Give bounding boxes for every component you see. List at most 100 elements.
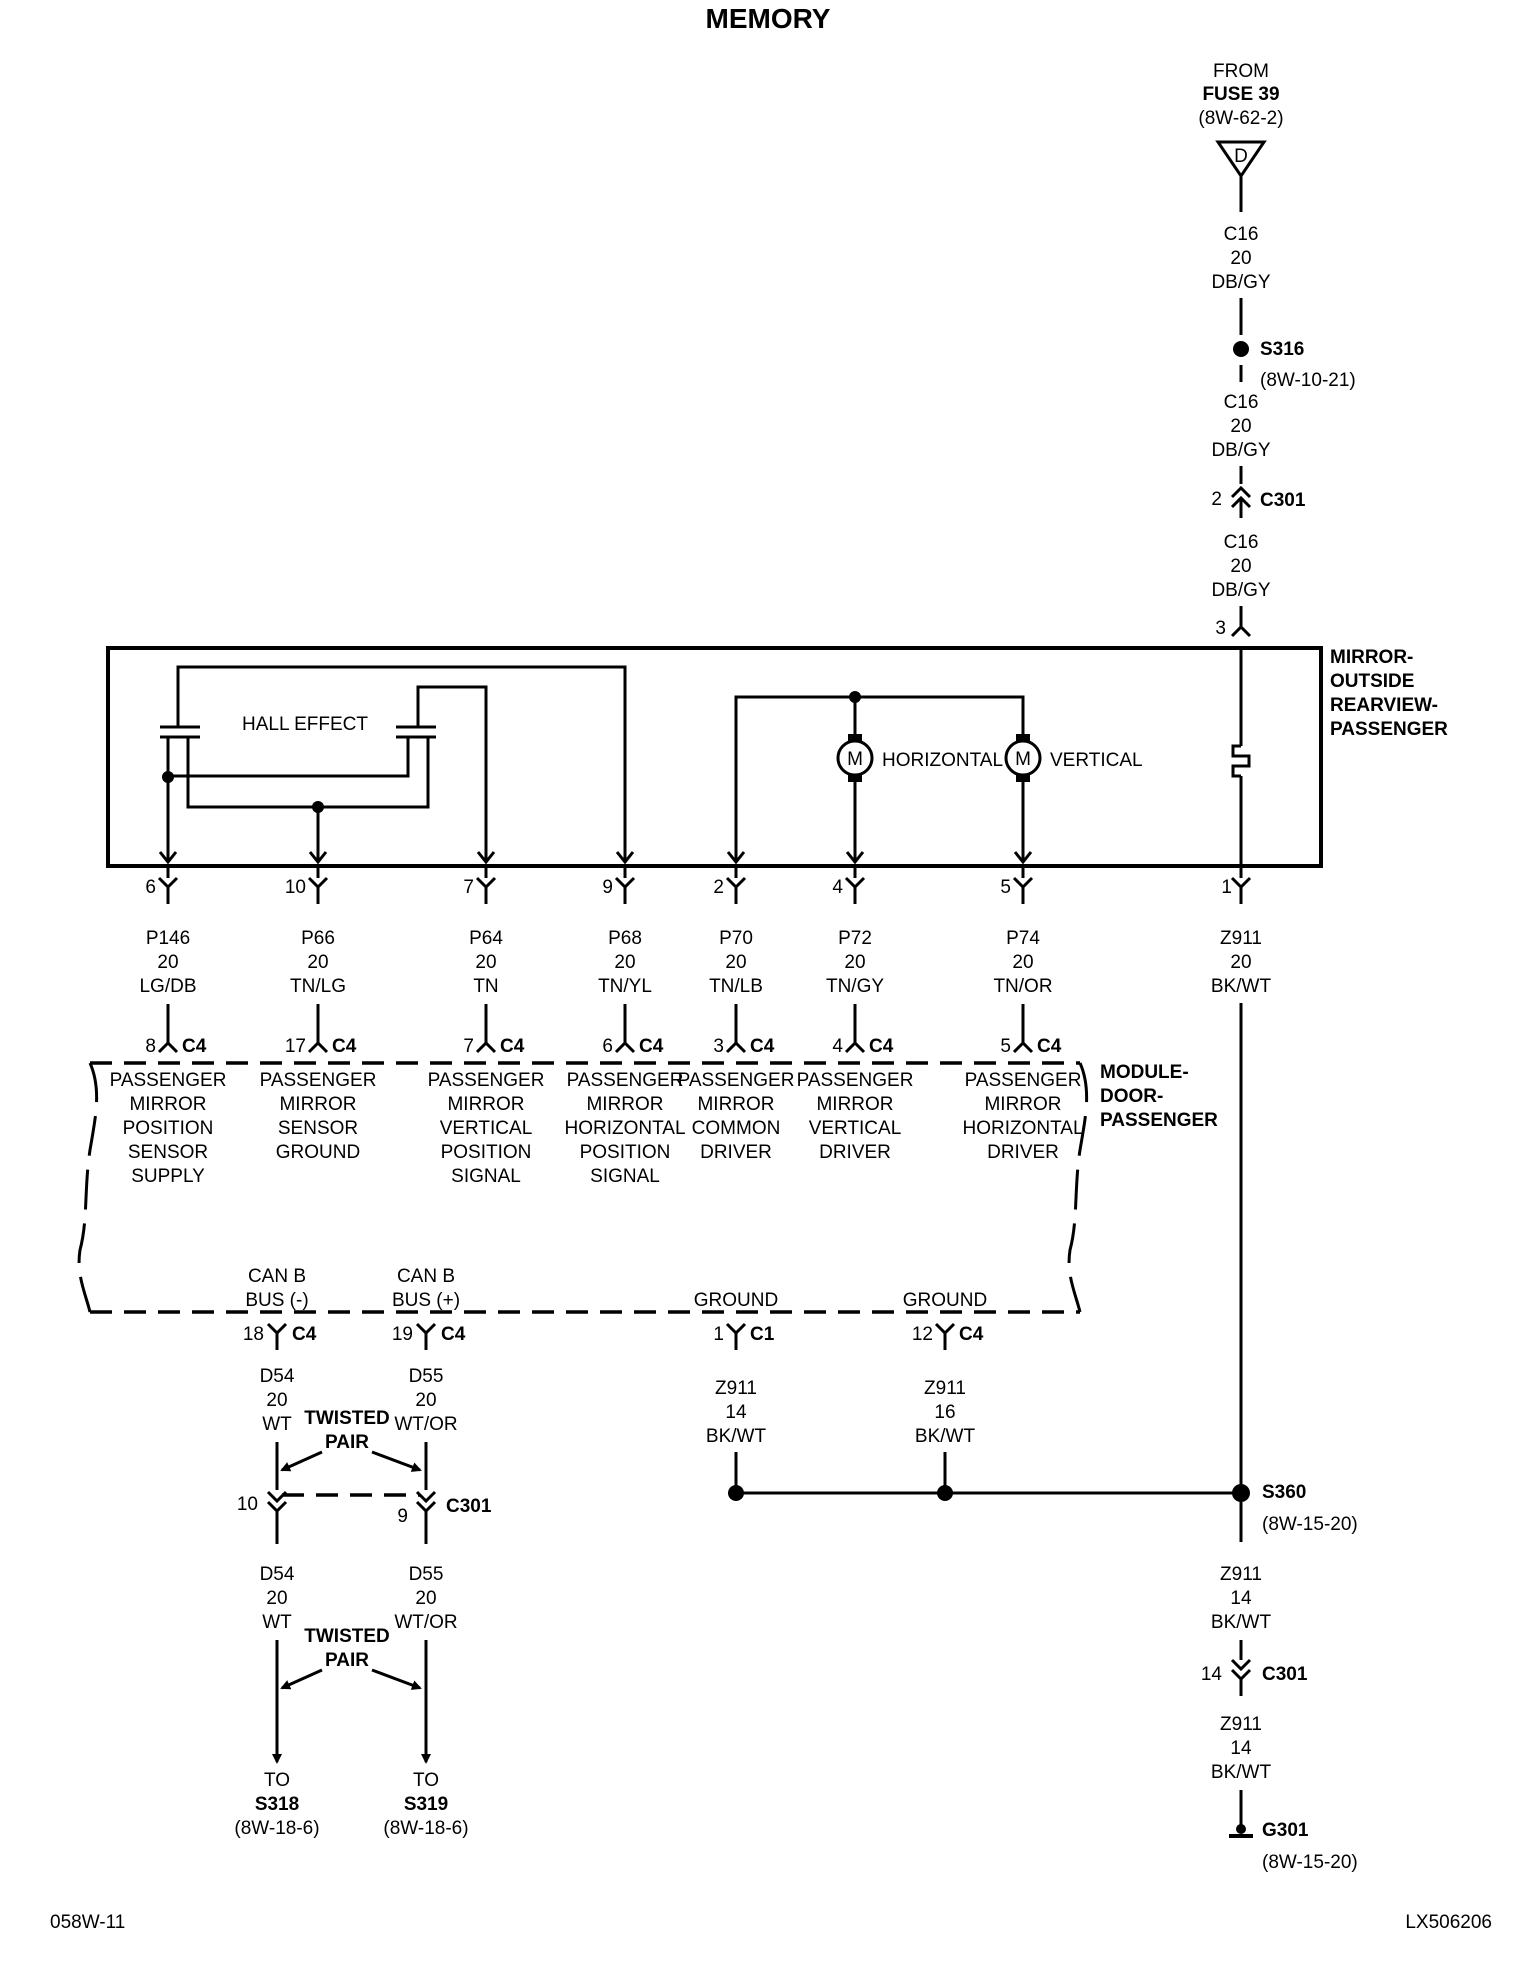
svg-text:CAN B: CAN B (397, 1266, 455, 1287)
hall-effect-sensor: HALL EFFECT (160, 665, 627, 860)
svg-text:20: 20 (415, 1390, 436, 1411)
svg-text:SIGNAL: SIGNAL (451, 1166, 521, 1187)
svg-text:20: 20 (157, 952, 178, 973)
mirror-name: MIRROR- OUTSIDE REARVIEW- PASSENGER (1330, 647, 1448, 740)
can-bus-labels: CAN B BUS (-) CAN B BUS (+) (245, 1266, 460, 1311)
svg-text:C16: C16 (1224, 532, 1259, 553)
svg-text:DRIVER: DRIVER (987, 1142, 1059, 1163)
svg-text:TWISTED: TWISTED (304, 1626, 390, 1647)
splice-s316 (1233, 341, 1249, 357)
svg-text:S316: S316 (1260, 339, 1304, 360)
svg-text:C301: C301 (1262, 1664, 1308, 1685)
svg-text:P64: P64 (469, 928, 503, 949)
svg-text:POSITION: POSITION (580, 1142, 671, 1163)
svg-text:TN/LG: TN/LG (290, 976, 346, 997)
page-title: MEMORY (706, 3, 831, 34)
svg-text:20: 20 (1230, 952, 1251, 973)
svg-text:C16: C16 (1224, 224, 1259, 245)
mirror-heater-element (1231, 648, 1251, 866)
fuse-triangle-icon (1215, 140, 1267, 179)
svg-text:FROM: FROM (1213, 61, 1269, 82)
svg-text:MIRROR: MIRROR (984, 1094, 1061, 1115)
horizontal-motor-icon (836, 739, 874, 777)
svg-text:5: 5 (1000, 877, 1011, 898)
svg-text:MIRROR: MIRROR (447, 1094, 524, 1115)
svg-text:(8W-10-21): (8W-10-21) (1260, 370, 1356, 391)
svg-text:SUPPLY: SUPPLY (131, 1166, 205, 1187)
svg-text:19: 19 (392, 1324, 413, 1345)
svg-text:D: D (1234, 146, 1248, 167)
svg-text:VERTICAL: VERTICAL (809, 1118, 902, 1139)
svg-text:20: 20 (1230, 556, 1251, 577)
svg-text:BK/WT: BK/WT (1211, 1762, 1272, 1783)
svg-text:PASSENGER: PASSENGER (260, 1070, 377, 1091)
ground-labels: GROUND GROUND (694, 1290, 987, 1311)
svg-text:1: 1 (713, 1324, 724, 1345)
svg-text:20: 20 (614, 952, 635, 973)
svg-text:DRIVER: DRIVER (819, 1142, 891, 1163)
fuse-source: FROM FUSE 39 (8W-62-2) D (1198, 61, 1284, 179)
svg-text:6: 6 (145, 877, 156, 898)
svg-text:9: 9 (602, 877, 613, 898)
svg-text:WT/OR: WT/OR (394, 1414, 457, 1435)
svg-text:DB/GY: DB/GY (1211, 440, 1270, 461)
svg-text:SENSOR: SENSOR (128, 1142, 208, 1163)
svg-text:20: 20 (844, 952, 865, 973)
svg-text:C16: C16 (1224, 392, 1259, 413)
svg-text:GROUND: GROUND (694, 1290, 778, 1311)
svg-text:(8W-62-2): (8W-62-2) (1198, 108, 1283, 129)
wire-label-c16-3: C16 20 DB/GY (1211, 532, 1270, 601)
svg-text:20: 20 (415, 1588, 436, 1609)
svg-text:C4: C4 (182, 1036, 207, 1057)
wire-label-c16-1: C16 20 DB/GY (1211, 224, 1270, 293)
svg-text:20: 20 (725, 952, 746, 973)
svg-text:HORIZONTAL: HORIZONTAL (564, 1118, 685, 1139)
svg-text:S318: S318 (255, 1794, 299, 1815)
svg-text:COMMON: COMMON (692, 1118, 781, 1139)
module-function-labels: PASSENGER MIRROR POSITION SENSOR SUPPLY PASSE… (110, 1070, 1084, 1187)
connector-c301-top: 2 C301 (1211, 485, 1306, 518)
svg-text:M: M (847, 749, 863, 770)
svg-text:Z911: Z911 (1220, 1714, 1262, 1735)
svg-text:D54: D54 (260, 1564, 295, 1585)
svg-text:10: 10 (285, 877, 306, 898)
svg-text:C4: C4 (1037, 1036, 1062, 1057)
svg-text:BK/WT: BK/WT (1211, 976, 1272, 997)
svg-text:8: 8 (145, 1036, 156, 1057)
ground-g301-wire: Z911 14 BK/WT 14 C301 Z911 14 BK/WT G301… (1201, 1502, 1358, 1873)
svg-text:MIRROR: MIRROR (816, 1094, 893, 1115)
splice-s360: S360 (8W-15-20) (1232, 1482, 1358, 1535)
svg-text:LG/DB: LG/DB (139, 976, 196, 997)
svg-text:TO: TO (264, 1770, 290, 1791)
svg-text:BUS (-): BUS (-) (245, 1290, 308, 1311)
svg-text:BK/WT: BK/WT (915, 1426, 976, 1447)
svg-text:14: 14 (1230, 1588, 1252, 1609)
motor-circuits: M HORIZONTAL M VERTICAL (734, 691, 1143, 860)
svg-text:MIRROR: MIRROR (697, 1094, 774, 1115)
ground-wire-c4: 12 C4 Z911 16 BK/WT (912, 1322, 984, 1501)
svg-text:18: 18 (243, 1324, 264, 1345)
svg-text:PASSENGER: PASSENGER (428, 1070, 545, 1091)
svg-text:S319: S319 (404, 1794, 448, 1815)
svg-text:P70: P70 (719, 928, 753, 949)
module-door-passenger-box: MODULE- DOOR- PASSENGER (77, 1061, 1218, 1314)
svg-text:BK/WT: BK/WT (706, 1426, 767, 1447)
svg-text:C4: C4 (292, 1324, 317, 1345)
twisted-pair-marker-1: TWISTED PAIR (280, 1408, 422, 1497)
svg-text:Z911: Z911 (715, 1378, 757, 1399)
mirror-ground-wire: 1 Z911 20 BK/WT (1211, 866, 1272, 1486)
can-bus-minus-wire: 18 C4 D54 20 WT 10 D54 20 WT TO S318 (8W… (234, 1322, 320, 1839)
svg-text:TN/YL: TN/YL (598, 976, 652, 997)
svg-text:D55: D55 (409, 1366, 444, 1387)
svg-text:VERTICAL: VERTICAL (440, 1118, 533, 1139)
svg-text:G301: G301 (1262, 1820, 1309, 1841)
svg-text:16: 16 (934, 1402, 955, 1423)
svg-text:PASSENGER: PASSENGER (797, 1070, 914, 1091)
svg-text:C301: C301 (446, 1496, 492, 1517)
